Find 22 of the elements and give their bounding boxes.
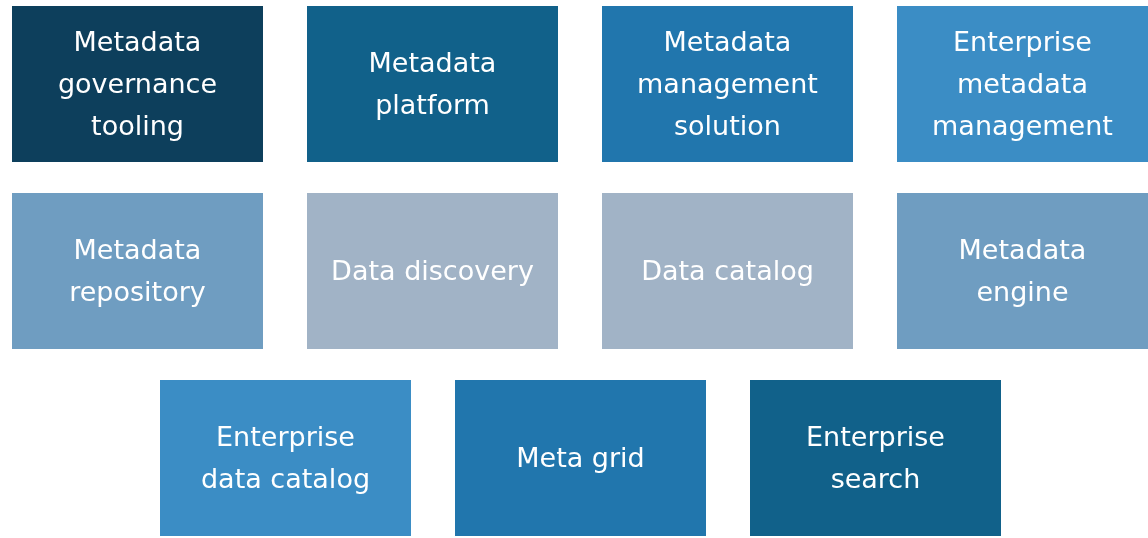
- term-tile: [455, 380, 706, 536]
- term-tile: [160, 380, 411, 536]
- term-tile: [750, 380, 1001, 536]
- term-tile: [602, 6, 853, 162]
- tile-label: Metadata governance tooling: [56, 25, 219, 143]
- term-tile: [307, 193, 558, 349]
- term-tile: [12, 6, 263, 162]
- tile-label: Enterprise metadata management: [931, 25, 1114, 143]
- term-tile: [12, 193, 263, 349]
- tile-label: Metadata repository: [68, 233, 207, 309]
- tile-label: Enterprise data catalog: [199, 420, 372, 496]
- tile-label: Metadata platform: [367, 46, 498, 122]
- term-tile: [897, 6, 1148, 162]
- tile-label: Data catalog: [641, 254, 814, 288]
- tile-label: Metadata management solution: [636, 25, 819, 143]
- term-tile: [897, 193, 1148, 349]
- term-tile: [307, 6, 558, 162]
- tile-label: Enterprise search: [805, 420, 946, 496]
- tile-label: Data discovery: [331, 254, 534, 288]
- term-tile: [602, 193, 853, 349]
- tile-label: Meta grid: [516, 441, 645, 475]
- tile-label: Metadata engine: [957, 233, 1088, 309]
